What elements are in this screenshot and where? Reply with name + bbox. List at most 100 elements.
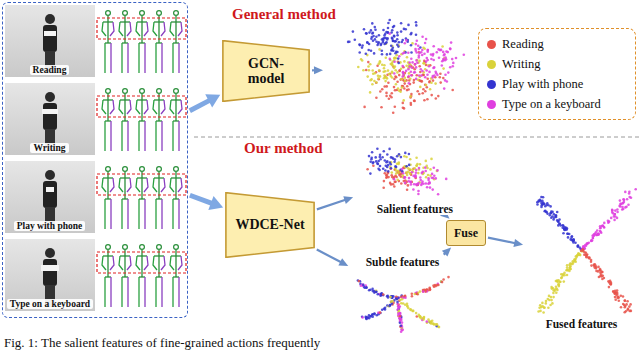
scatter-dot: [440, 280, 443, 283]
scatter-dot: [376, 147, 379, 150]
scatter-dot: [423, 99, 426, 102]
scatter-dot: [579, 254, 582, 257]
scatter-dot: [406, 56, 409, 59]
scatter-dot: [415, 169, 418, 172]
scatter-dot: [407, 307, 410, 310]
photo-row: [5, 161, 186, 233]
scatter-dot: [385, 92, 388, 95]
scatter-dot: [387, 81, 390, 84]
scatter-dot: [391, 171, 394, 174]
scatter-dot: [360, 284, 363, 287]
scatter-dot: [402, 102, 405, 105]
scatter-dot: [403, 87, 406, 90]
scatter-dot: [372, 35, 375, 38]
scatter-dot: [418, 48, 421, 51]
scatter-dot: [383, 64, 386, 67]
scatter-dot: [405, 165, 408, 168]
scatter-dot: [401, 75, 404, 78]
scatter-dot: [622, 202, 625, 205]
person-body: [43, 259, 57, 286]
scatter-dot: [378, 34, 381, 37]
scatter-dot: [569, 238, 572, 241]
fuse-box: Fuse: [446, 220, 486, 246]
arrow-line: [488, 238, 515, 244]
scatter-dot: [394, 52, 397, 55]
scatter-dot: [431, 188, 434, 191]
scatter-dot: [410, 44, 413, 47]
scatter-dot: [382, 168, 385, 171]
scatter-dot: [409, 158, 412, 161]
skeleton-figure: [170, 11, 182, 73]
scatter-dot: [408, 168, 411, 171]
scatter-dot: [394, 40, 397, 43]
scatter-dot: [399, 313, 402, 316]
scatter-dot: [399, 312, 402, 315]
scatter-dot: [556, 219, 559, 222]
scatter-dot: [627, 204, 630, 207]
scatter-dot: [428, 71, 431, 74]
scatter-dot: [444, 73, 447, 76]
scatter-dot: [430, 58, 433, 61]
scatter-dot: [622, 303, 625, 306]
scatter-dot: [393, 86, 396, 89]
scatter-dot: [432, 284, 435, 287]
scatter-dot: [419, 163, 422, 166]
scatter-dot: [404, 77, 407, 80]
scatter-dot: [408, 164, 411, 167]
section-separator: [194, 137, 640, 138]
scatter-dot: [559, 281, 562, 284]
scatter-dot: [558, 218, 561, 221]
scatter-dot: [410, 74, 413, 77]
scatter-dot: [559, 224, 562, 227]
scatter-dot: [442, 67, 445, 70]
scatter-dot: [412, 81, 415, 84]
scatter-dot: [421, 49, 424, 52]
scatter-dot: [391, 64, 394, 67]
scatter-dot: [624, 191, 627, 194]
scatter-dot: [598, 276, 601, 279]
scatter-dot: [415, 78, 418, 81]
scatter-dot: [619, 205, 622, 208]
scatter-dot: [402, 99, 405, 102]
action-photo: Writing: [5, 83, 95, 155]
block-shape: [226, 193, 314, 258]
scatter-dot: [426, 77, 429, 80]
scatter-dot: [578, 253, 581, 256]
scatter-dot: [628, 305, 631, 308]
scatter-dot: [405, 64, 408, 67]
scatter-dot: [551, 211, 554, 214]
arrow-head: [343, 196, 353, 204]
scatter-dot: [376, 44, 379, 47]
scatter-dot: [398, 89, 401, 92]
scatter-dot: [596, 233, 599, 236]
scatter-dot: [425, 69, 428, 72]
scatter-dot: [392, 157, 395, 160]
scatter-dot: [393, 67, 396, 70]
scatter-dot: [415, 34, 418, 37]
scatter-dot: [422, 88, 425, 91]
scatter-dot: [365, 32, 368, 35]
scatter-dot: [620, 203, 623, 206]
block-shape: [223, 41, 309, 102]
scatter-dot: [416, 315, 419, 318]
scatter-dot: [566, 266, 569, 269]
scatter-dot: [381, 53, 384, 56]
scatter-dot: [396, 298, 399, 301]
scatter-dot: [590, 239, 593, 242]
held-object: [42, 109, 58, 114]
scatter-dot: [634, 188, 637, 191]
scatter-dot: [378, 48, 381, 51]
scatter-dot: [426, 320, 429, 323]
scatter-dot: [442, 278, 445, 281]
scatter-dot: [545, 302, 548, 305]
scatter-dot: [443, 87, 446, 90]
scatter-dot: [370, 157, 373, 160]
scatter-dot: [593, 264, 596, 267]
scatter-dot: [415, 164, 418, 167]
skeleton-figure: [119, 167, 131, 229]
scatter-dot: [408, 65, 411, 68]
scatter-dot: [439, 49, 442, 52]
section-heading: General method: [232, 6, 336, 23]
scatter-dot: [440, 281, 443, 284]
scatter-dot: [389, 182, 392, 185]
